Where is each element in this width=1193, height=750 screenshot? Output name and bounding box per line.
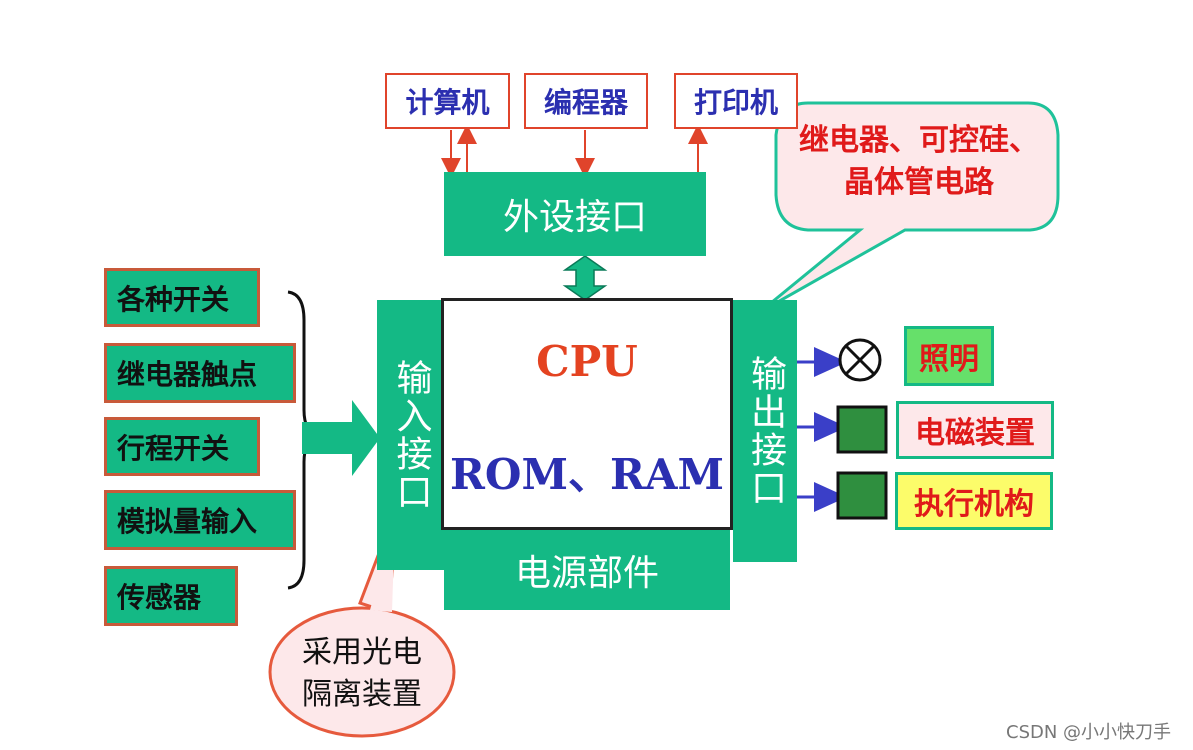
cpu-memory-label: ROM、RAM bbox=[450, 450, 724, 499]
lamp-icon bbox=[838, 338, 882, 382]
inputs-to-interface-arrow bbox=[302, 400, 380, 476]
input-interface-label: 输入接口 bbox=[390, 359, 432, 511]
printer-box: 打印机 bbox=[674, 73, 798, 129]
output-callout-line2: 晶体管电路 bbox=[844, 165, 994, 200]
output-actuator-label: 执行机构 bbox=[914, 487, 1034, 522]
output-lighting-box: 照明 bbox=[904, 326, 994, 386]
input-relay-contact-label: 继电器触点 bbox=[117, 358, 258, 391]
input-limit-switch-label: 行程开关 bbox=[117, 431, 230, 465]
cpu-title: CPU bbox=[536, 337, 638, 386]
input-relay-contact-box: 继电器触点 bbox=[104, 343, 296, 403]
input-analog-label: 模拟量输入 bbox=[117, 505, 258, 538]
input-limit-switch-box: 行程开关 bbox=[104, 417, 260, 476]
input-callout-line1: 采用光电 bbox=[302, 635, 422, 670]
computer-box: 计算机 bbox=[385, 73, 510, 129]
peripheral-interface-label: 外设接口 bbox=[502, 197, 647, 238]
input-callout-text: 采用光电 隔离装置 bbox=[282, 632, 442, 716]
output-actuator-box: 执行机构 bbox=[895, 472, 1053, 530]
input-interface-box: 输入接口 bbox=[377, 300, 444, 570]
programmer-label: 编程器 bbox=[543, 86, 628, 119]
output-solenoid-box: 电磁装置 bbox=[896, 401, 1054, 459]
output-callout-text: 继电器、可控硅、 晶体管电路 bbox=[785, 120, 1053, 204]
input-sensor-box: 传感器 bbox=[104, 566, 238, 626]
solenoid-coil-icon bbox=[836, 405, 888, 454]
power-supply-label: 电源部件 bbox=[514, 553, 659, 594]
input-callout-line2: 隔离装置 bbox=[302, 677, 422, 712]
output-interface-label: 输出接口 bbox=[745, 355, 786, 507]
output-interface-box: 输出接口 bbox=[733, 300, 797, 562]
peripheral-cpu-double-arrow bbox=[562, 255, 608, 301]
input-analog-box: 模拟量输入 bbox=[104, 490, 296, 550]
peripheral-interface-box: 外设接口 bbox=[444, 172, 706, 256]
output-callout-line1: 继电器、可控硅、 bbox=[799, 123, 1039, 158]
power-supply-box: 电源部件 bbox=[444, 530, 730, 610]
input-callout-ellipse bbox=[268, 606, 456, 738]
watermark: CSDN @小小快刀手 bbox=[1006, 722, 1172, 743]
actuator-coil-icon bbox=[836, 471, 888, 520]
output-solenoid-label: 电磁装置 bbox=[915, 416, 1035, 451]
cpu-box: CPU ROM、RAM bbox=[441, 298, 733, 530]
computer-label: 计算机 bbox=[405, 86, 490, 119]
programmer-box: 编程器 bbox=[524, 73, 648, 129]
printer-label: 打印机 bbox=[693, 86, 778, 119]
input-switches-label: 各种开关 bbox=[117, 282, 230, 316]
input-sensor-label: 传感器 bbox=[117, 581, 202, 614]
input-switches-box: 各种开关 bbox=[104, 268, 260, 327]
output-lighting-label: 照明 bbox=[919, 342, 979, 377]
